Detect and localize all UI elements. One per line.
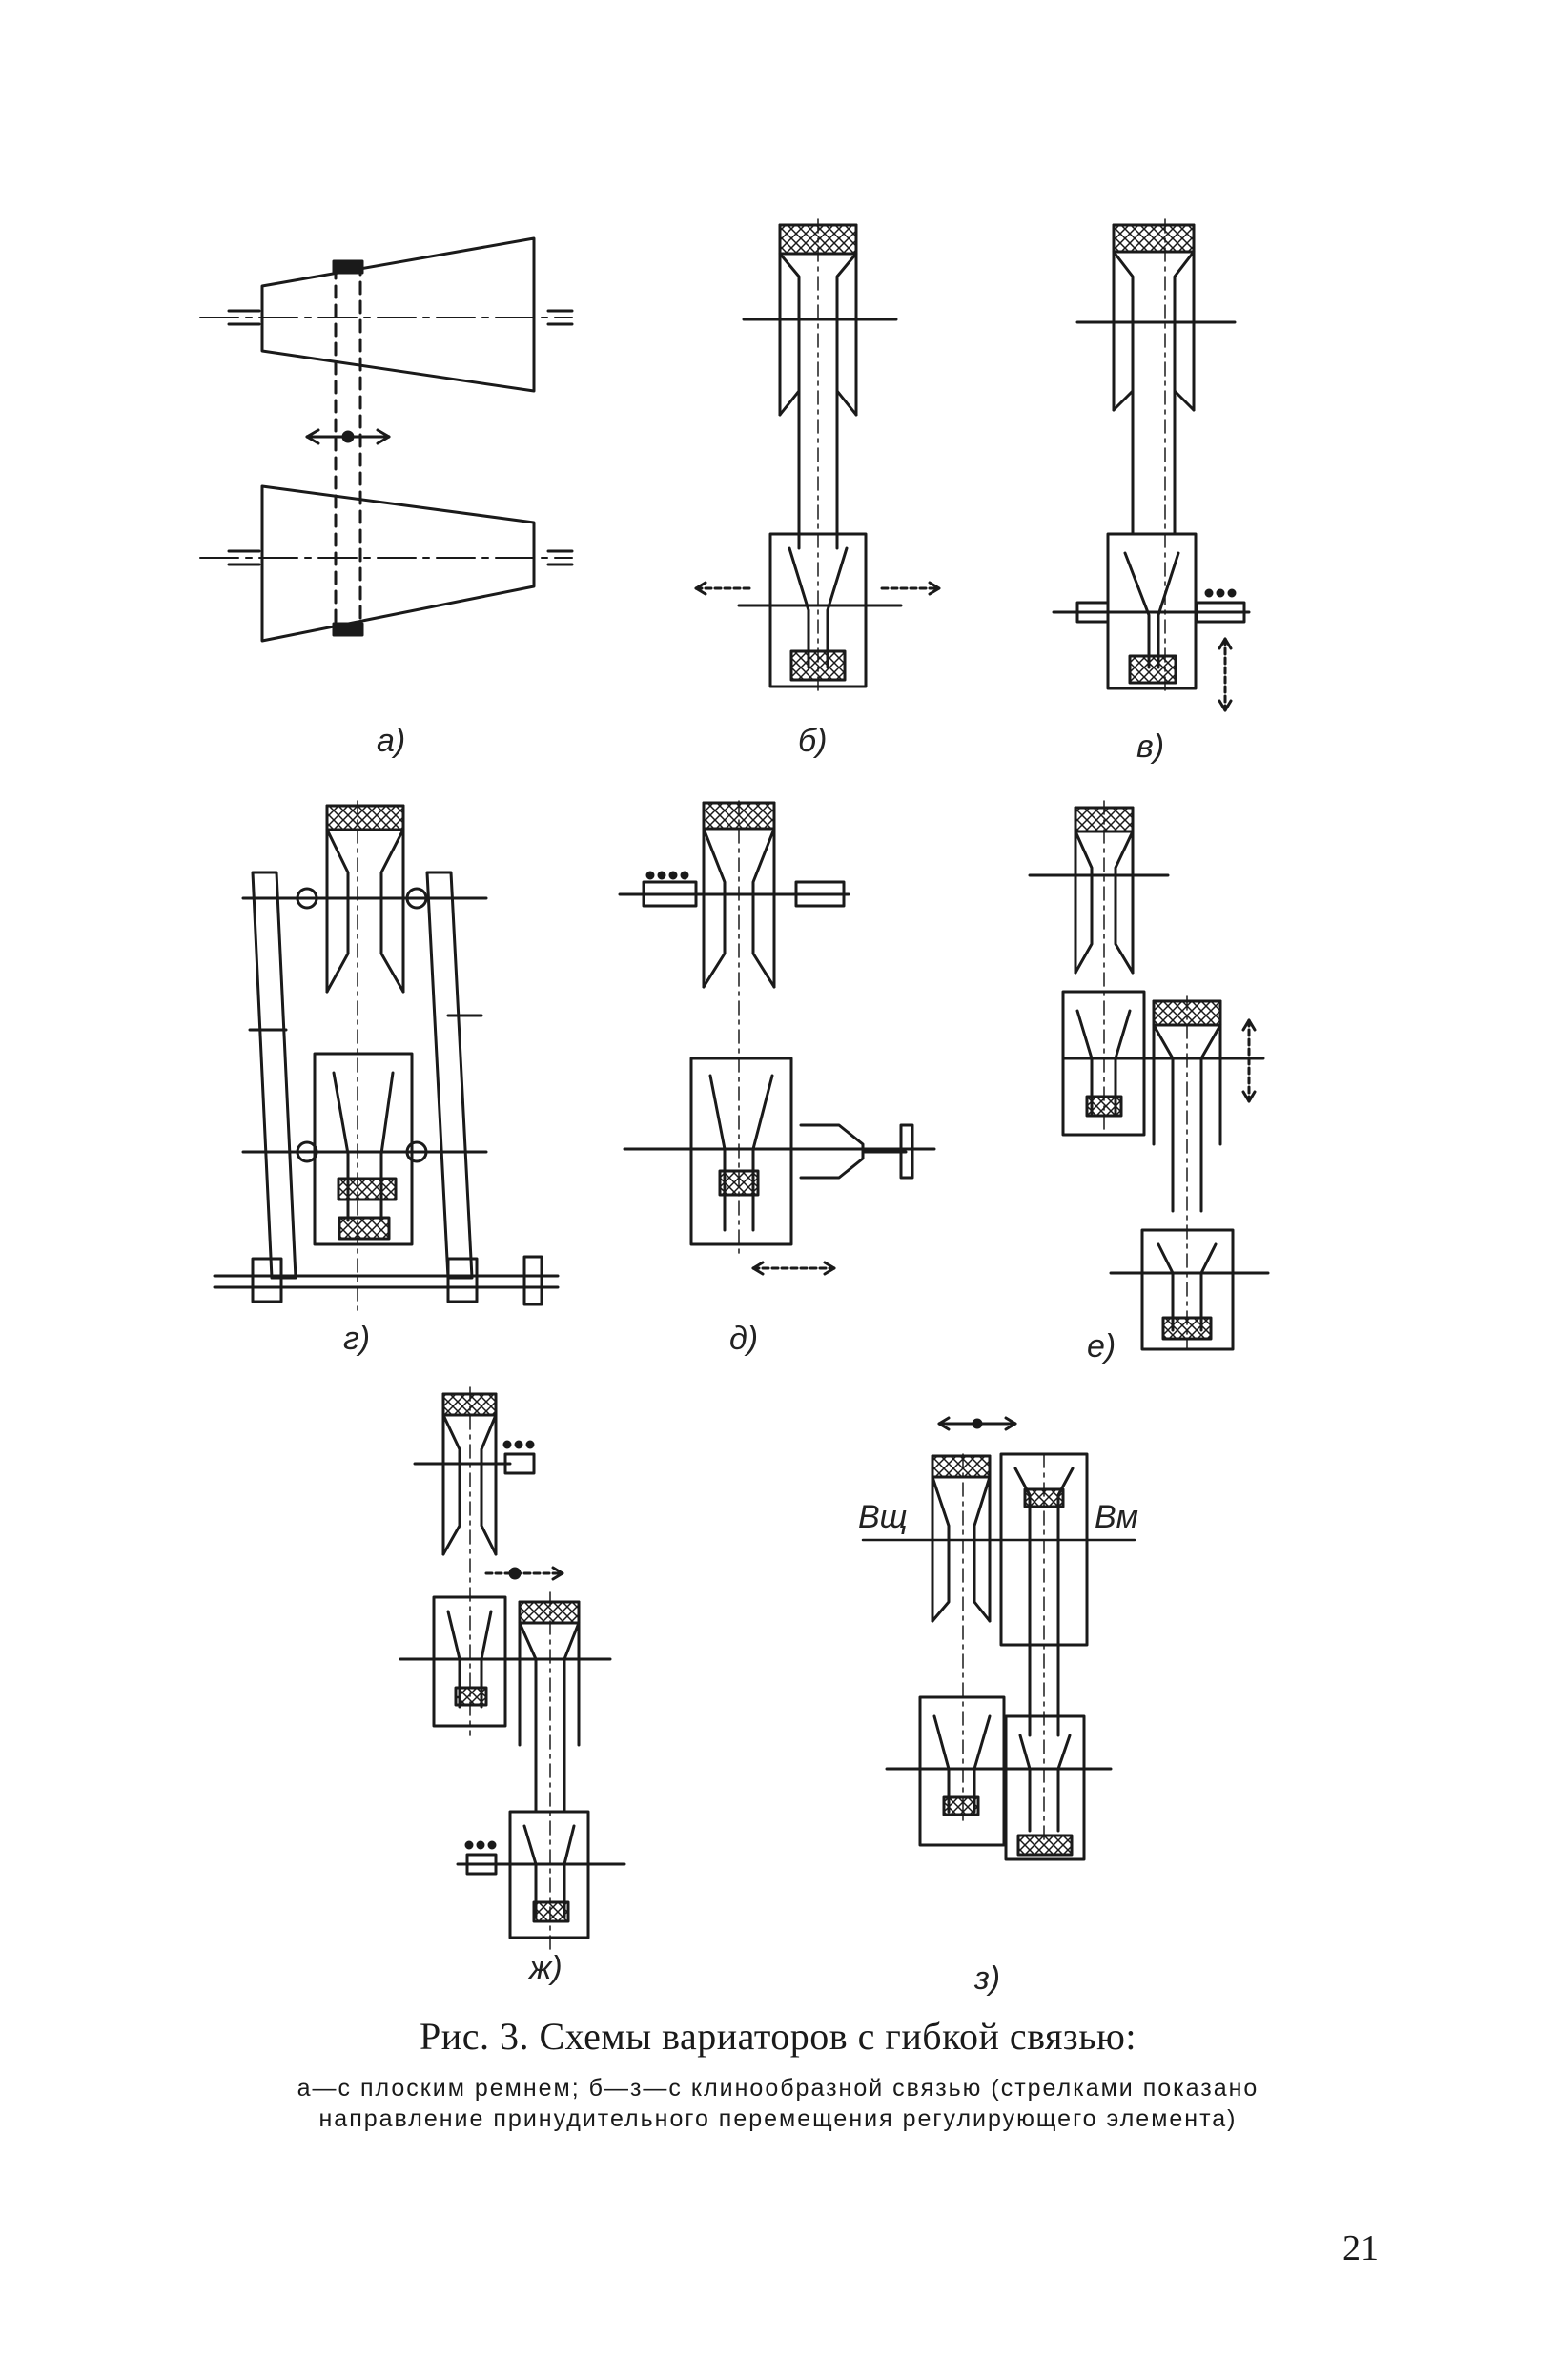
diagram-a-cone-variator bbox=[199, 236, 574, 643]
label-a: а) bbox=[377, 723, 406, 759]
label-zh: ж) bbox=[529, 1950, 563, 1986]
diagram-zh-variator bbox=[399, 1386, 626, 1951]
label-vm: Вм bbox=[1095, 1499, 1138, 1535]
diagram-z-variator bbox=[861, 1416, 1136, 1861]
label-b: б) bbox=[798, 723, 828, 759]
diagram-e-variator bbox=[1028, 800, 1270, 1351]
label-g: г) bbox=[343, 1321, 371, 1357]
figure-caption-line-1: а—с плоским ремнем; б—з—с клинообразной … bbox=[297, 2075, 1259, 2102]
figure-caption-line-2: направление принудительного перемещения … bbox=[318, 2105, 1238, 2132]
label-d: д) bbox=[729, 1321, 759, 1357]
page-number: 21 bbox=[1342, 2228, 1379, 2268]
label-vsh: Вщ bbox=[858, 1499, 908, 1535]
diagram-b-v-belt-variator bbox=[694, 218, 941, 697]
diagram-d-variator bbox=[618, 800, 936, 1276]
label-v: в) bbox=[1136, 728, 1165, 765]
label-e: е) bbox=[1087, 1328, 1116, 1364]
diagram-v-v-belt-variator bbox=[1052, 218, 1251, 712]
label-z: з) bbox=[974, 1960, 1001, 1997]
diagram-g-lever-variator bbox=[213, 800, 560, 1317]
figure-caption-title: Рис. 3. Схемы вариаторов с гибкой связью… bbox=[420, 2015, 1136, 2058]
